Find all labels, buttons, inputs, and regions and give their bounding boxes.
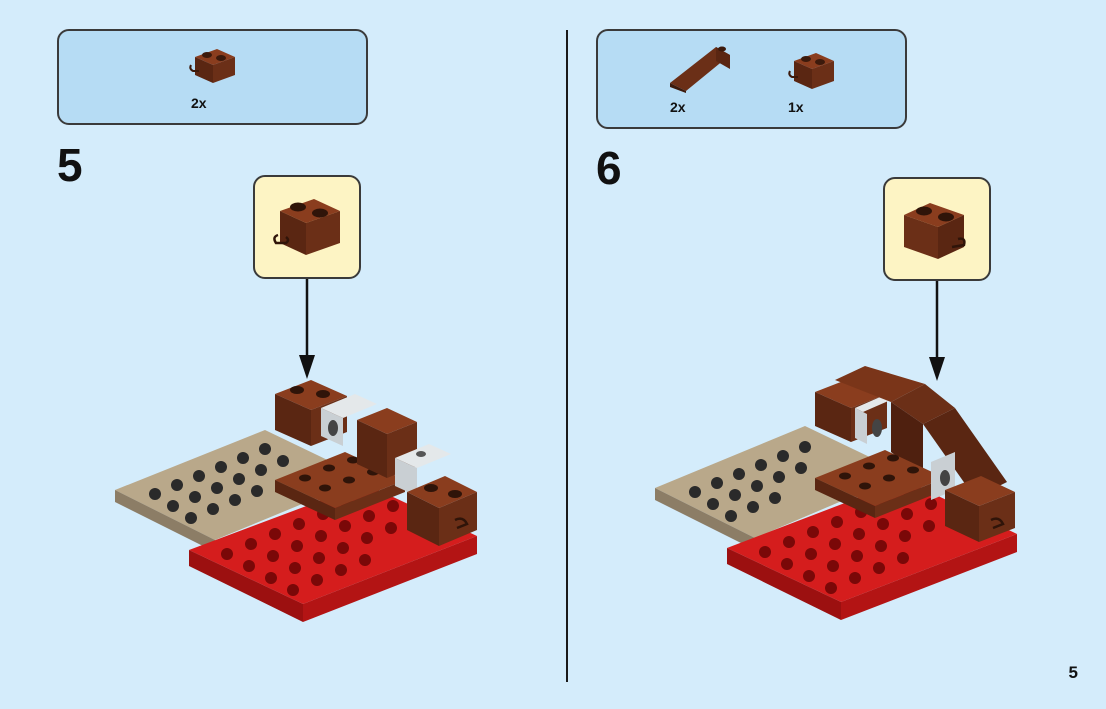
brown-brick-with-clip-icon (788, 53, 834, 89)
arrow-down-icon (299, 279, 315, 379)
parts-box-step-6: 2x 1x (596, 29, 907, 129)
brown-slope-wedge-icon (670, 46, 730, 93)
parts-box-step-5: 2x (57, 29, 368, 125)
brown-brick-with-clip-icon (273, 199, 340, 255)
step-divider (566, 30, 568, 682)
callout-box-step-5 (253, 175, 361, 279)
model-assembly-step-5 (115, 380, 477, 622)
brown-brick-with-clip-icon (189, 49, 235, 83)
part-qty-label: 2x (670, 99, 686, 115)
step-number: 5 (57, 139, 83, 191)
model-assembly-step-6 (655, 366, 1017, 620)
page-number: 5 (1068, 663, 1078, 682)
part-qty-label: 1x (788, 99, 804, 115)
step-number: 6 (596, 142, 622, 194)
arrow-down-icon (929, 281, 945, 381)
callout-box-step-6 (883, 177, 991, 281)
part-qty-label: 2x (191, 95, 207, 111)
brown-brick-with-clip-icon (904, 203, 966, 259)
